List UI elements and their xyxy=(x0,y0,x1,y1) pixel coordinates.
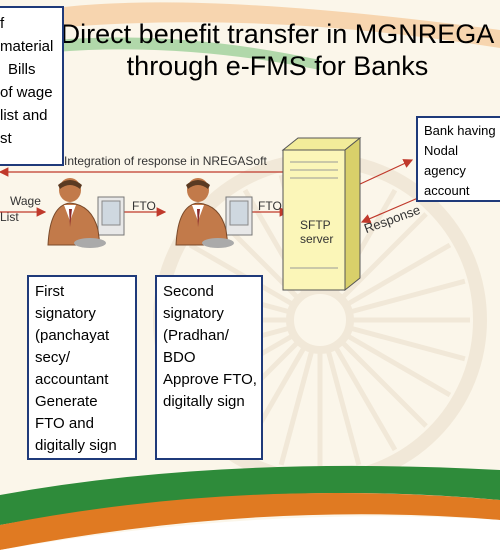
bank-box-line: Nodal xyxy=(424,143,458,158)
sftp-label-2: server xyxy=(300,232,334,246)
top-green-band xyxy=(55,37,320,70)
title-line-2: through e-FMS for Banks xyxy=(126,51,429,81)
bills-box-line: Bills xyxy=(8,61,36,78)
chakra-spoke xyxy=(348,325,466,362)
second-signatory-line: (Pradhan/ xyxy=(163,327,229,344)
bank-box-line: Bank having xyxy=(424,123,496,138)
first-signatory-line: digitally sign xyxy=(35,437,117,454)
second-signatory-box: Second signatory (Pradhan/ BDO Approve F… xyxy=(155,275,263,460)
second-signatory-line: Approve FTO, xyxy=(163,371,257,388)
title-line-1: Direct benefit transfer in MGNREGA xyxy=(60,19,495,49)
bank-box-line: account xyxy=(424,183,470,198)
bills-box-line: of wage xyxy=(0,84,53,101)
wage-list-label-1: Wage xyxy=(10,194,41,208)
response-arrow xyxy=(360,197,419,224)
bills-box-line: st xyxy=(0,130,12,147)
chakra-spoke xyxy=(339,212,428,301)
second-signatory-person-icon xyxy=(175,178,253,248)
sftp-label-1: SFTP xyxy=(300,218,331,232)
wage-list-label-2: List xyxy=(0,210,19,224)
bottom-white-band xyxy=(0,516,500,550)
chakra-spoke xyxy=(325,348,362,466)
second-signatory-line: digitally sign xyxy=(163,393,245,410)
first-signatory-line: secy/ xyxy=(35,349,71,366)
chakra-spoke xyxy=(348,278,466,315)
chakra-spoke xyxy=(278,348,315,466)
bills-box-line: material xyxy=(0,38,54,55)
chakra-spoke xyxy=(332,344,398,452)
first-signatory-line: FTO and xyxy=(35,415,94,432)
second-signatory-line: signatory xyxy=(163,305,224,322)
second-signatory-line: BDO xyxy=(163,349,196,366)
first-signatory-line: Generate xyxy=(35,393,98,410)
fto-label-2: FTO xyxy=(258,199,282,213)
bills-box-line: list and xyxy=(0,107,48,124)
bank-box: Bank having Nodal agency account xyxy=(416,116,500,202)
chakra-spoke xyxy=(344,332,452,398)
fto-label-1: FTO xyxy=(132,199,156,213)
bank-box-line: agency xyxy=(424,163,466,178)
second-signatory-line: Second xyxy=(163,283,214,300)
first-signatory-box: First signatory (panchayat secy/ account… xyxy=(27,275,137,460)
first-signatory-line: (panchayat xyxy=(35,327,110,344)
chakra-spoke xyxy=(344,242,452,308)
first-signatory-line: First xyxy=(35,283,65,300)
integration-label: Integration of response in NREGASoft xyxy=(64,154,267,168)
bottom-orange-band xyxy=(0,492,500,550)
first-signatory-person-icon xyxy=(47,178,125,248)
sftp-server-icon xyxy=(281,136,362,292)
slide-title: Direct benefit transfer in MGNREGA throu… xyxy=(55,18,500,82)
first-signatory-line: signatory xyxy=(35,305,96,322)
server-to-bank-arrow xyxy=(357,159,414,186)
bills-box-line: f xyxy=(0,15,5,32)
chakra-spoke xyxy=(339,339,428,428)
first-signatory-line: accountant xyxy=(35,371,109,388)
bills-box: f material Bills of wage list and st xyxy=(0,6,64,166)
top-orange-band xyxy=(55,2,500,48)
